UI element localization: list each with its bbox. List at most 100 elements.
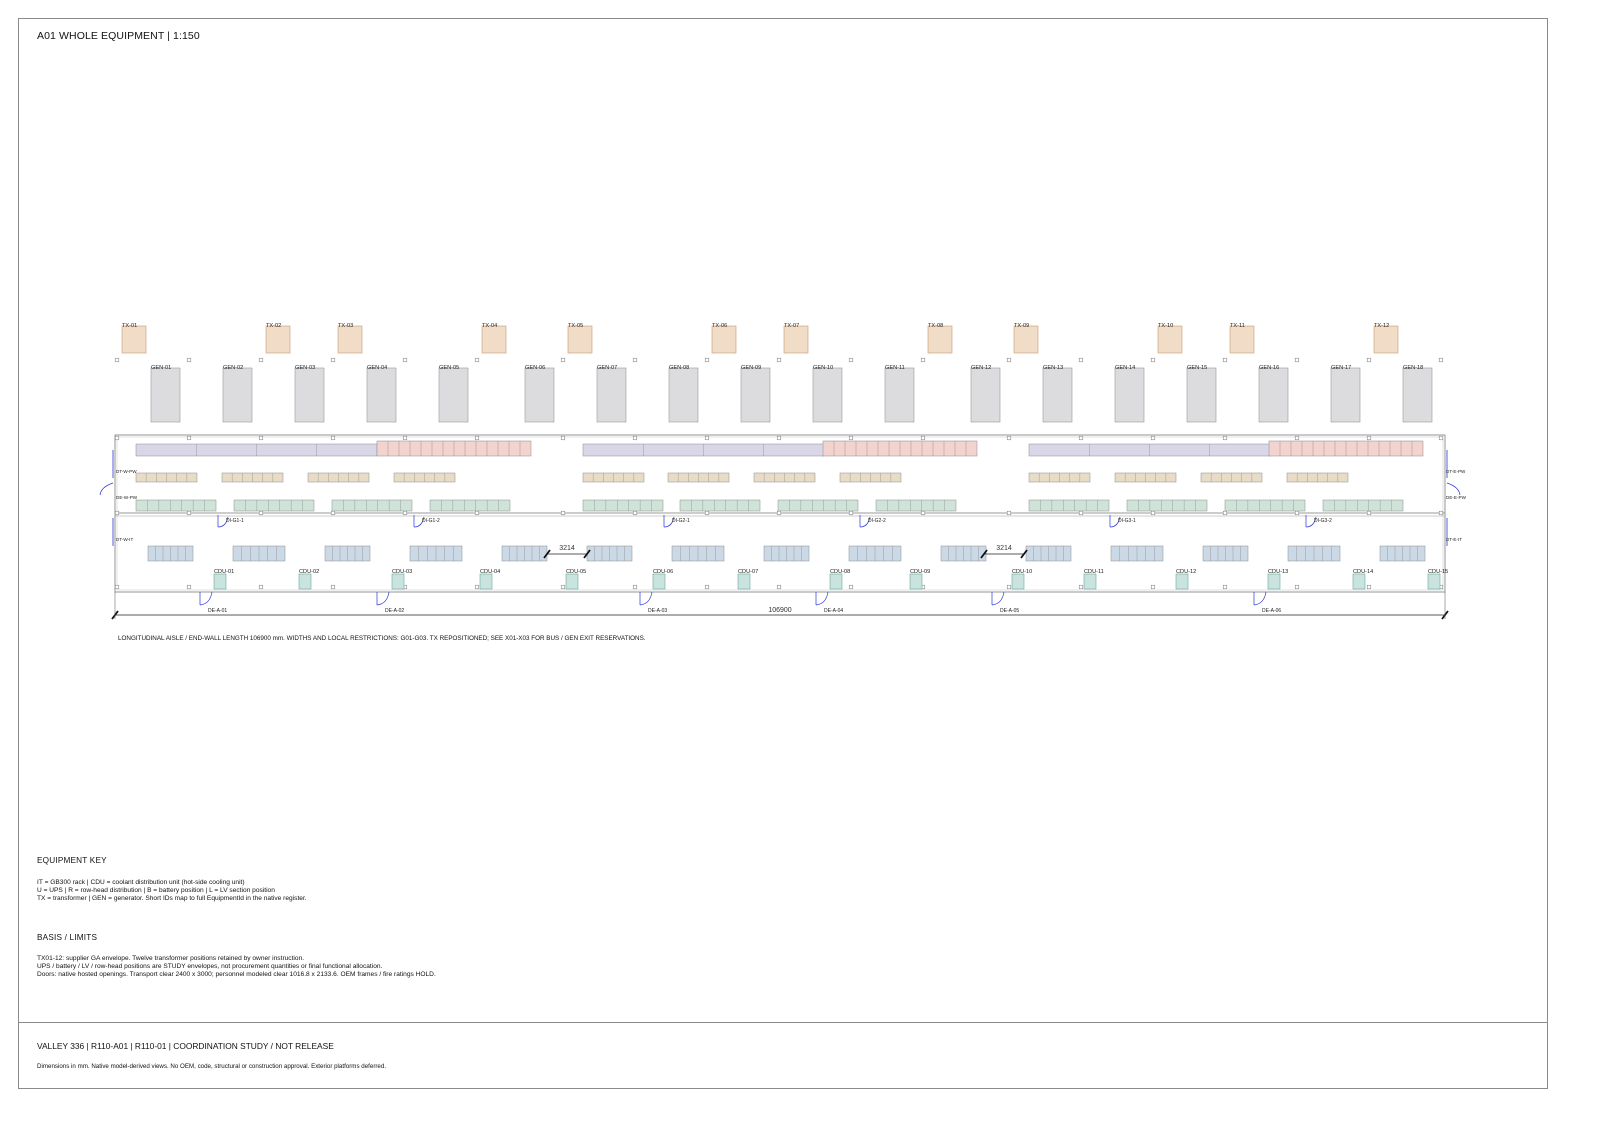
grid-marker	[1294, 357, 1300, 363]
grid-marker	[848, 584, 854, 590]
battery-row	[875, 499, 957, 512]
dimension-tick	[583, 549, 591, 559]
grid-marker	[632, 584, 638, 590]
cdu-label: CDU-11	[1084, 569, 1104, 575]
generator-label: GEN-08	[669, 365, 689, 371]
cdu-block	[298, 573, 312, 590]
grid-marker	[776, 357, 782, 363]
generator-block	[524, 367, 555, 423]
cdu-label: CDU-06	[653, 569, 673, 575]
transformer-label: TX-02	[266, 323, 281, 329]
battery-row	[1028, 499, 1110, 512]
generator-block	[1042, 367, 1073, 423]
aisle-door-label: DI-G3-1	[1118, 518, 1136, 524]
grid-marker	[186, 357, 192, 363]
generator-label: GEN-16	[1259, 365, 1279, 371]
grid-marker	[1006, 357, 1012, 363]
dimension-text: 3214	[559, 545, 575, 552]
equipment-key-line: TX = transformer | GEN = generator. Shor…	[37, 895, 307, 902]
generator-block	[1258, 367, 1289, 423]
door-swing	[639, 591, 653, 606]
grid-marker	[258, 510, 264, 516]
transformer-block	[481, 325, 507, 354]
equipment-key-line: IT = GB300 rack | CDU = coolant distribu…	[37, 879, 245, 886]
grid-marker	[474, 510, 480, 516]
generator-label: GEN-02	[223, 365, 243, 371]
end-door-label: DE-W-PW	[116, 495, 138, 500]
grid-marker	[186, 584, 192, 590]
transformer-label: TX-06	[712, 323, 727, 329]
exit-door-label: DE-A-02	[385, 608, 404, 614]
basis-limits-line: TX01-12: supplier GA envelope. Twelve tr…	[37, 955, 305, 962]
generator-block	[294, 367, 325, 423]
grid-marker	[114, 435, 120, 441]
transformer-label: TX-03	[338, 323, 353, 329]
transformer-block	[567, 325, 593, 354]
transformer-label: TX-09	[1014, 323, 1029, 329]
cdu-label: CDU-10	[1012, 569, 1032, 575]
generator-block	[222, 367, 253, 423]
grid-marker	[402, 357, 408, 363]
grid-marker	[1078, 510, 1084, 516]
door-swing	[1253, 591, 1267, 606]
transformer-block	[1013, 325, 1039, 354]
transformer-block	[1157, 325, 1183, 354]
grid-marker	[474, 584, 480, 590]
exit-door-label: DE-A-05	[1000, 608, 1019, 614]
door-swing	[815, 591, 829, 606]
cdu-label: CDU-01	[214, 569, 234, 575]
aisle-door-label: DI-G2-1	[672, 518, 690, 524]
transformer-label: TX-07	[784, 323, 799, 329]
cdu-block	[1352, 573, 1366, 590]
door-swing	[1446, 482, 1461, 496]
generator-label: GEN-04	[367, 365, 387, 371]
sheet-title: A01 WHOLE EQUIPMENT | 1:150	[37, 30, 200, 42]
cdu-label: CDU-12	[1176, 569, 1196, 575]
transformer-block	[1373, 325, 1399, 354]
grid-marker	[330, 357, 336, 363]
grid-marker	[114, 357, 120, 363]
transformer-label: TX-11	[1230, 323, 1245, 329]
battery-row	[777, 499, 859, 512]
cdu-block	[479, 573, 493, 590]
transformer-block	[1229, 325, 1255, 354]
grid-marker	[704, 435, 710, 441]
grid-marker	[1366, 435, 1372, 441]
generator-block	[596, 367, 627, 423]
grid-marker	[1006, 584, 1012, 590]
grid-marker	[776, 510, 782, 516]
grid-marker	[1006, 435, 1012, 441]
grid-marker	[848, 357, 854, 363]
grid-marker	[1294, 510, 1300, 516]
generator-block	[812, 367, 843, 423]
plan-note: LONGITUDINAL AISLE / END-WALL LENGTH 106…	[118, 635, 646, 642]
transformer-label: TX-04	[482, 323, 497, 329]
grid-marker	[258, 584, 264, 590]
exit-door-label: DE-A-04	[824, 608, 843, 614]
generator-block	[438, 367, 469, 423]
equipment-key-line: U = UPS | R = row-head distribution | B …	[37, 887, 275, 894]
transformer-label: TX-05	[568, 323, 583, 329]
title-block-divider	[18, 1022, 1548, 1023]
grid-marker	[848, 435, 854, 441]
generator-label: GEN-14	[1115, 365, 1135, 371]
battery-row	[233, 499, 315, 512]
transformer-block	[265, 325, 291, 354]
grid-marker	[1294, 584, 1300, 590]
grid-marker	[186, 510, 192, 516]
cdu-label: CDU-14	[1353, 569, 1373, 575]
grid-marker	[776, 435, 782, 441]
grid-marker	[402, 435, 408, 441]
battery-row	[679, 499, 761, 512]
battery-row	[135, 499, 217, 512]
grid-marker	[1294, 435, 1300, 441]
generator-block	[150, 367, 181, 423]
battery-row	[1322, 499, 1404, 512]
grid-marker	[114, 584, 120, 590]
grid-marker	[1150, 584, 1156, 590]
drawing-sheet-border	[18, 18, 1548, 1089]
cdu-block	[1083, 573, 1097, 590]
battery-row	[429, 499, 511, 512]
end-door-label: DE-E-PW	[1446, 495, 1467, 500]
